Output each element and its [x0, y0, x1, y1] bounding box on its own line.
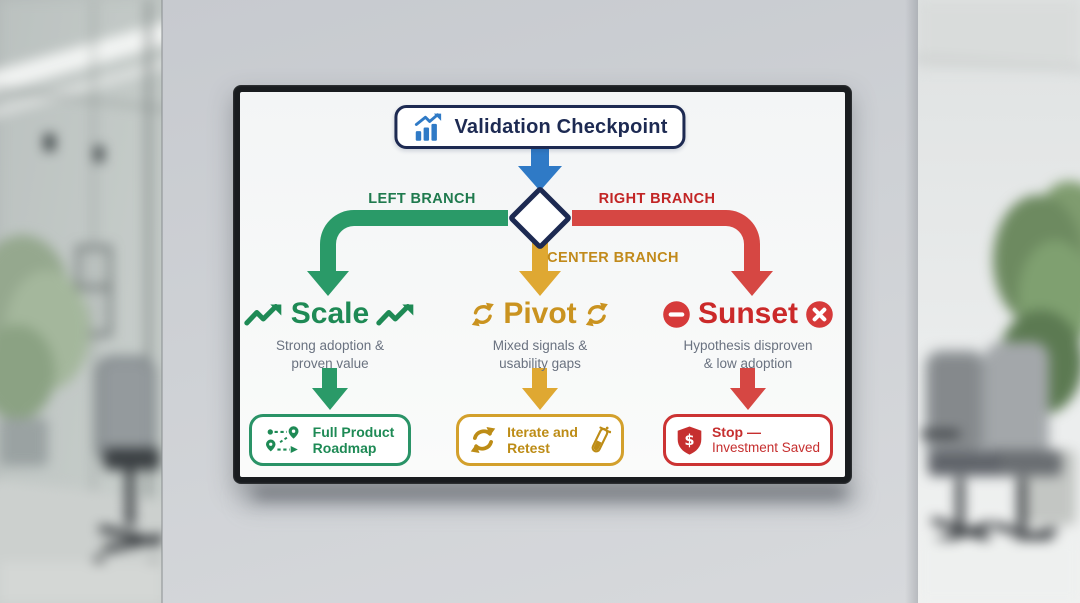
trend-up-icon	[376, 303, 414, 325]
office-background-right	[918, 0, 1080, 603]
decision-diamond	[507, 185, 573, 251]
right-branch-label: RIGHT BRANCH	[598, 191, 716, 207]
scale-down-arrow-shaft	[322, 368, 337, 389]
result-box-stop: $ Stop — Investment Saved	[663, 414, 833, 466]
bar-chart-trend-icon	[414, 112, 442, 141]
floor-right	[918, 540, 1080, 603]
result-box-roadmap: Full Product Roadmap	[249, 414, 411, 466]
scale-down-arrow-head	[312, 388, 348, 410]
wall-edge-shade	[905, 0, 918, 603]
scale-description: Strong adoption & proven value	[275, 338, 385, 371]
chair-armrest-right	[920, 430, 960, 438]
chair-seat-right-2	[988, 450, 1062, 476]
svg-text:$: $	[684, 432, 694, 449]
outcome-scale: Scale	[244, 299, 416, 329]
pivot-down-arrow-shaft	[532, 368, 547, 389]
chair-post-right	[956, 478, 964, 526]
route-icon	[265, 425, 299, 453]
sunset-down-arrow-head	[730, 388, 766, 410]
outcome-pivot: Pivot	[469, 299, 610, 329]
chair-seat-left	[104, 448, 160, 470]
center-branch-arrow-head	[519, 271, 561, 296]
page-title: Validation Checkpoint	[454, 115, 668, 138]
office-left-blur-group	[0, 0, 162, 603]
office-background-left	[0, 0, 162, 603]
center-branch-label: CENTER BRANCH	[547, 250, 679, 266]
pivot-down-arrow-head	[522, 388, 558, 410]
chair-seat-right	[928, 452, 1000, 476]
trend-up-icon	[244, 303, 282, 325]
x-circle-icon	[806, 300, 833, 328]
sunset-title: Sunset	[697, 297, 799, 330]
right-branch-arrow	[572, 210, 760, 272]
plant-pot-left	[0, 418, 48, 466]
stop-label: Stop — Investment Saved	[711, 423, 821, 456]
refresh-icon	[586, 302, 609, 326]
left-branch-arrow	[320, 210, 508, 272]
sunset-description: Hypothesis disproven & low adoption	[683, 338, 813, 371]
chair-wheel-left	[94, 556, 104, 566]
sunset-down-arrow-shaft	[740, 368, 755, 389]
glass-mullion-2	[146, 0, 151, 603]
wall-seam	[161, 0, 163, 603]
refresh-icon	[470, 427, 496, 453]
door-handle	[44, 134, 55, 151]
left-branch-label: LEFT BRANCH	[368, 191, 476, 207]
refresh-icon	[471, 302, 494, 326]
screen: Validation Checkpoint LEFT BRANCH RIGHT …	[240, 92, 845, 477]
chair-post-left	[126, 468, 134, 526]
chair-post-right-2	[1018, 478, 1026, 528]
outcome-sunset: Sunset	[662, 299, 834, 329]
pivot-title: Pivot	[503, 297, 577, 330]
glass-mullion	[92, 0, 95, 603]
floor-strip-left	[0, 562, 162, 603]
result-box-iterate: Iterate and Retest	[456, 414, 624, 466]
chair-mesh-left	[102, 362, 150, 452]
right-branch-arrow-head	[731, 271, 773, 296]
test-tube-icon	[591, 426, 612, 452]
iterate-label: Iterate and Retest	[507, 423, 578, 457]
monitor-shadow	[254, 487, 846, 500]
monitor: Validation Checkpoint LEFT BRANCH RIGHT …	[233, 85, 852, 484]
door-handle-2	[94, 146, 104, 162]
roadmap-label: Full Product Roadmap	[312, 423, 395, 457]
shelf-crossbar	[76, 285, 112, 290]
scale-title: Scale	[290, 297, 370, 330]
shield-dollar-icon: $	[677, 425, 702, 455]
office-right-blur-group	[918, 0, 1080, 603]
chair-backrest-right-2	[985, 342, 1049, 460]
minus-circle-icon	[663, 300, 690, 328]
pivot-description: Mixed signals & usability gaps	[492, 338, 588, 371]
blue-arrow-shaft	[531, 148, 549, 167]
left-branch-arrow-head	[307, 271, 349, 296]
validation-checkpoint-box: Validation Checkpoint	[394, 105, 686, 149]
